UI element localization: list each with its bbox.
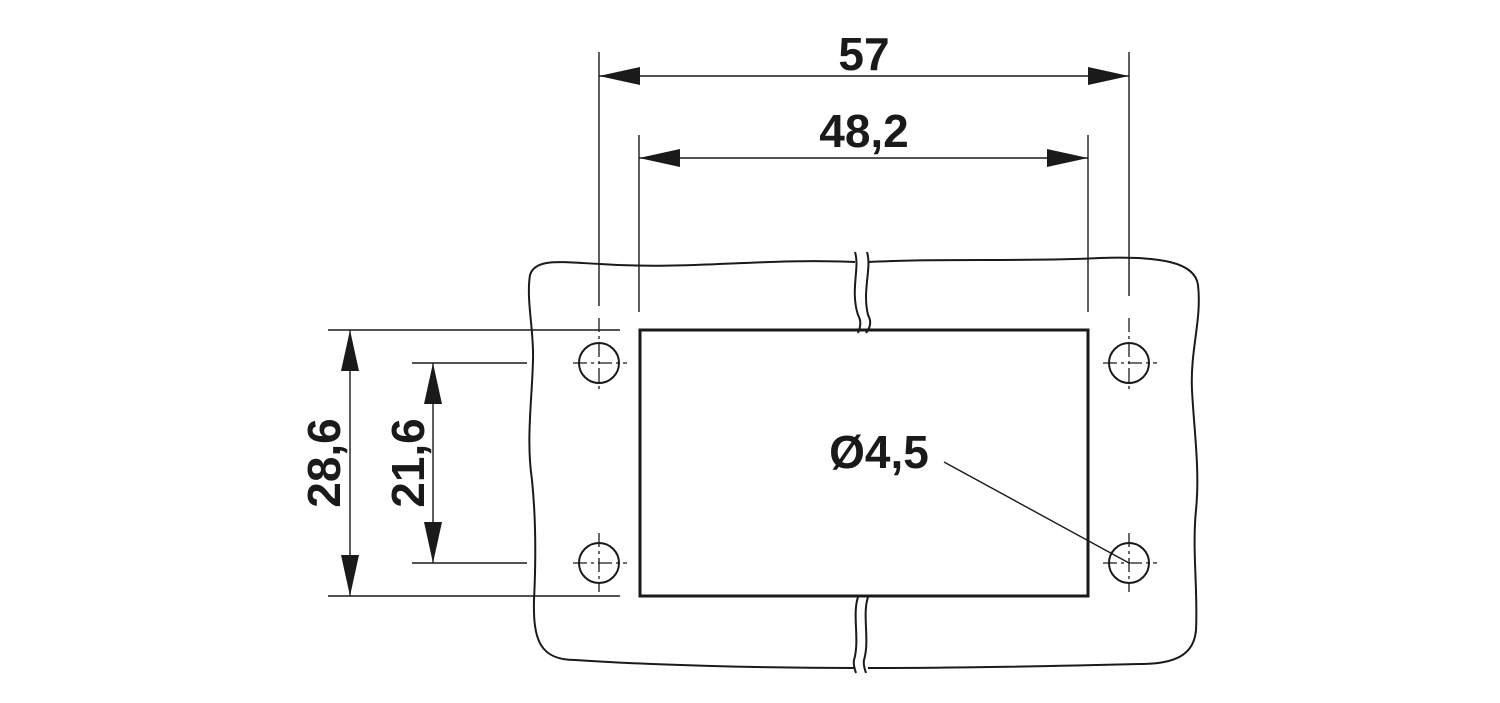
dim-text-diameter: Ø4,5 bbox=[829, 426, 929, 478]
panel-outline-right bbox=[867, 256, 1200, 669]
arrow-21-top bbox=[424, 363, 442, 404]
leader-line-diameter bbox=[943, 461, 1130, 564]
break-line-top-2 bbox=[865, 251, 872, 334]
break-line-bottom bbox=[852, 596, 859, 674]
dim-text-48: 48,2 bbox=[819, 105, 909, 157]
break-line-bottom-2 bbox=[862, 596, 869, 674]
mounting-hole-top-left bbox=[573, 318, 627, 392]
cutout-rectangle bbox=[638, 328, 1090, 598]
arrow-28-top bbox=[341, 330, 359, 371]
arrow-28-bottom bbox=[341, 555, 359, 596]
mounting-hole-bottom-left bbox=[573, 533, 627, 592]
arrow-48-left bbox=[639, 149, 680, 167]
arrow-57-left bbox=[599, 67, 640, 85]
arrow-21-bottom bbox=[424, 522, 442, 563]
dim-text-57: 57 bbox=[838, 28, 889, 80]
dim-text-21: 21,6 bbox=[382, 418, 434, 508]
arrow-48-right bbox=[1047, 149, 1088, 167]
mounting-hole-bottom-right bbox=[1103, 533, 1157, 592]
mounting-hole-top-right bbox=[1103, 318, 1157, 392]
dim-text-28: 28,6 bbox=[298, 418, 350, 508]
panel-outline-left bbox=[527, 260, 856, 669]
arrow-57-right bbox=[1088, 67, 1129, 85]
break-line-top bbox=[853, 251, 862, 334]
